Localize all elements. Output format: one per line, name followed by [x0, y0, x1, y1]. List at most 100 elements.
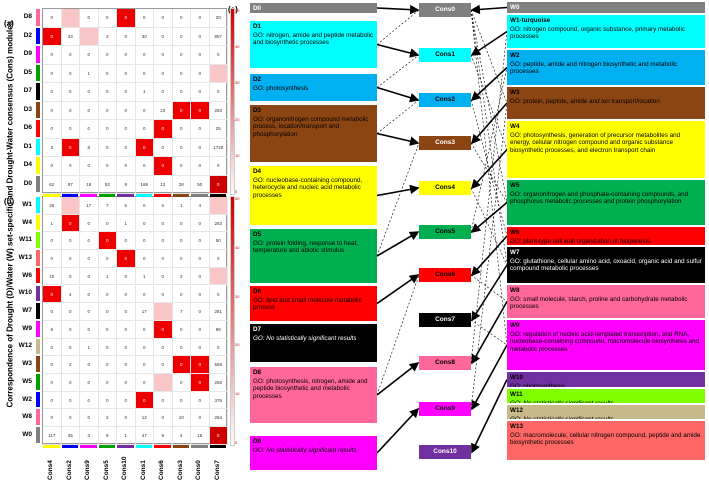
panel_a-row-color — [36, 120, 40, 137]
panel_b-cell: 0 — [135, 338, 154, 357]
water-module-id: W0 — [510, 4, 520, 11]
dashed-link — [470, 9, 508, 346]
panel_a-row-label: D5 — [23, 68, 32, 76]
water-consensus-link — [470, 4, 508, 15]
drought-module-go: GO: lipid and small molecule metabolic p… — [253, 296, 362, 312]
dashed-link — [470, 67, 508, 233]
panel_a-cell: 0 — [117, 27, 136, 46]
panel_a-highlight-cell: 0 — [191, 101, 210, 120]
panel_b-row-color — [36, 285, 40, 302]
column-color-bar — [43, 194, 60, 197]
panel_a-row-color — [36, 83, 40, 100]
panel_b-cell: 0 — [117, 303, 136, 321]
panel_b-row-label: W1 — [22, 200, 32, 208]
panel_a-cell: 0 — [61, 120, 80, 139]
panel_b-cell: 17 — [135, 303, 154, 321]
panel_a-cell: 0 — [135, 101, 154, 120]
panel_b-highlight-cell — [154, 374, 173, 392]
panel_b-row-label: W4 — [22, 218, 32, 226]
drought-module-id: D1 — [253, 23, 262, 30]
column-color-bar — [117, 194, 134, 197]
panel_a-cell: 18 — [80, 175, 99, 194]
panel_b-scale-tick: 30 — [235, 293, 240, 299]
panel_a-cell: 0 — [80, 101, 99, 120]
panel_b-cell: 0 — [80, 214, 99, 233]
panel_b-highlight-cell — [209, 267, 228, 286]
panel_b-row-color — [36, 214, 40, 231]
panel_a-cell: 25 — [209, 120, 228, 139]
panel_a-cell: 0 — [172, 64, 191, 83]
panel_a-cell: 0 — [191, 9, 210, 28]
panel_b-row-label: W8 — [22, 413, 32, 421]
panel_b-cell: 281 — [209, 303, 228, 321]
column-color-bar — [191, 194, 208, 197]
panel_b-highlight-cell: 0 — [191, 356, 210, 374]
panel_a-cell: 0 — [43, 64, 62, 83]
panel_b-cell: 0 — [61, 267, 80, 286]
panel_b-cell: 1 — [80, 338, 99, 357]
water-module-id: W6 — [510, 229, 520, 236]
water-module-box: W0 — [507, 2, 705, 13]
panel_b-cell: 7 — [98, 197, 117, 215]
drought-module-id: D4 — [253, 168, 262, 175]
panel_b-cell: 0 — [43, 356, 62, 374]
water-consensus-link — [471, 264, 508, 322]
panel_b-cell: 0 — [117, 391, 136, 410]
panel_b-cell: 0 — [98, 391, 117, 410]
dashed-link — [376, 54, 420, 88]
drought-consensus-link — [376, 132, 420, 146]
panel_a-row-color — [36, 46, 40, 63]
panel_b-scale-tick: 20 — [235, 342, 240, 348]
panel_b-cell: 5 — [154, 197, 173, 215]
panel_a-cell: 0 — [80, 83, 99, 102]
panel_a-cell: 1729 — [209, 138, 228, 157]
dashed-link — [470, 9, 508, 266]
panel_a-cell: 0 — [61, 101, 80, 120]
panel_a-cell: 0 — [98, 64, 117, 83]
panel_b-scale-tick: 10 — [235, 391, 240, 397]
water-module-id: W12 — [510, 407, 523, 414]
drought-module-box: D0 — [250, 3, 377, 13]
water-module-go: GO: regulation of nucleic acid-templated… — [510, 330, 700, 354]
water-module-id: W11 — [510, 391, 523, 398]
panel_b-scale-tick: 0 — [235, 439, 238, 445]
column-color-bar — [172, 444, 189, 448]
panel_a-cell: 0 — [172, 83, 191, 102]
drought-module-id: D5 — [253, 231, 262, 238]
panel_b-cell: 4 — [61, 285, 80, 304]
panel_a-row-label: D4 — [23, 161, 32, 169]
panel_a-cell: 0 — [191, 157, 210, 176]
panel_b-cell: 283 — [209, 214, 228, 233]
drought-module-go: GO: protein folding, response to heat, t… — [253, 239, 359, 255]
panel_a-cell: 168 — [135, 175, 154, 194]
panel_b-cell: 0 — [98, 356, 117, 374]
panel_a-scale-tick: 10 — [235, 152, 240, 158]
dashed-link — [470, 31, 508, 364]
panel_b-row-color — [36, 356, 40, 372]
drought-module-go: GO: No statistically significant results — [253, 334, 357, 342]
panel_a-row-label: D1 — [23, 142, 32, 150]
panel_b-cell: 0 — [135, 232, 154, 251]
dashed-link — [470, 9, 508, 203]
dashed-link — [470, 274, 508, 302]
consensus-module-box: Cons0 — [419, 3, 471, 17]
panel_a-cell: 0 — [191, 138, 210, 157]
drought-consensus-link — [376, 184, 420, 197]
column-color-bar — [117, 444, 134, 448]
consensus-module-box: Cons9 — [419, 402, 471, 416]
panel_b-cell: 26 — [43, 197, 62, 215]
column-color-bar — [98, 444, 115, 448]
panel_b-cell: 0 — [80, 285, 99, 304]
panel_b-cell: 0 — [61, 303, 80, 321]
panel_b-cell: 0 — [191, 338, 210, 357]
panel-b-label: (b) — [4, 197, 15, 206]
panel_a-cell: 1 — [135, 83, 154, 102]
panel_a-highlight-cell: 0 — [172, 101, 191, 120]
drought-module-go: GO: organonitrogen compound metabolic pr… — [253, 115, 369, 139]
water-consensus-link — [470, 235, 508, 277]
panel_b-row-color — [36, 409, 40, 426]
water-module-go: GO: macromolecule, cellular nitrogen com… — [510, 431, 701, 447]
water-module-go: GO: small molecule, starch, proline and … — [510, 295, 688, 311]
panel_b-cell: 0 — [172, 285, 191, 304]
